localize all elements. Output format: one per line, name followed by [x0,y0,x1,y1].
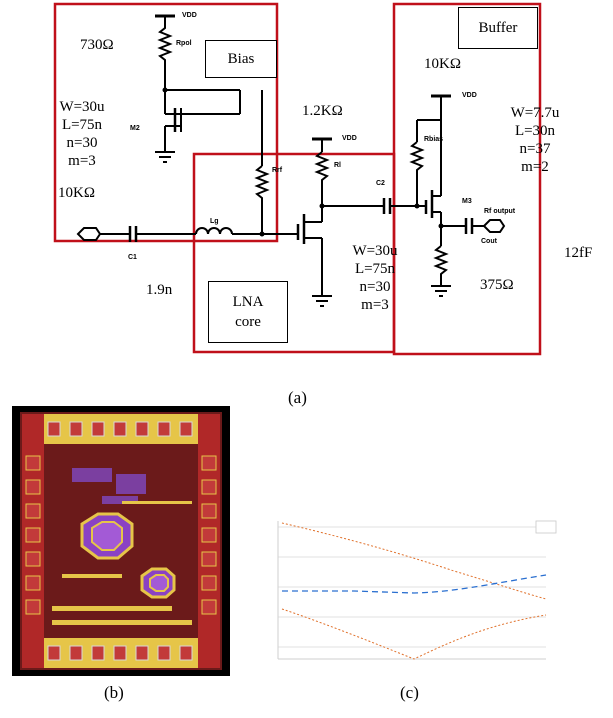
rf-output-port [482,219,506,233]
cout-tag: Cout [481,238,497,245]
plot-middle-curve [282,574,547,594]
rrf-resistor [254,165,270,236]
m3-params: W=7.7u L=30n n=37 m=2 [510,105,560,175]
m2-params: W=30u L=75n n=30 m=3 [59,99,105,169]
rf-input-port [76,227,102,241]
rf-output-tag: Rf output [484,208,516,215]
lg-tag: Lg [210,218,219,225]
caption-c: (c) [400,683,419,702]
buffer-block-label: Buffer [458,7,538,49]
chip-layout-image [12,406,230,676]
m1-params: W=30u L=75n n=30 m=3 [352,243,398,313]
vdd-label-1: VDD [182,12,197,19]
bias-frame [53,2,279,243]
rbias-tag: Rbias [424,136,444,143]
lg-value: 1.9n [146,282,173,298]
lna-core-block-label: LNA core [208,281,288,343]
rbias-value: 10KΩ [424,56,461,72]
rl-tag: Rl [334,162,341,169]
output-resistor [433,245,449,286]
rl-value: 1.2KΩ [302,103,343,119]
plot-lower-curve [281,608,547,660]
rpol-tag: Rpol [176,40,192,47]
vdd-label-3: VDD [462,92,477,99]
bias-block-label: Bias [205,40,277,78]
buffer-frame [392,2,542,356]
rbias-resistor [409,141,425,206]
m2-tag: M2 [130,125,140,132]
c2-tag: C2 [376,180,385,187]
c1-tag: C1 [128,254,137,261]
rpol-value: 730Ω [80,37,114,53]
lg-inductor [195,227,233,235]
lna-schematic [53,2,542,356]
rrf-value: 10KΩ [58,185,95,201]
m3-tag: M3 [462,198,472,205]
rpol-resistor [157,16,173,90]
response-plot [264,513,574,667]
caption-b: (b) [104,683,124,702]
vdd-label-2: VDD [342,135,357,142]
rl-resistor [314,151,330,206]
rrf-tag: Rrf [272,167,283,174]
caption-a: (a) [288,388,307,407]
output-resistor-value: 375Ω [480,277,514,293]
plot-upper-curve [281,522,547,600]
cout-value: 12fF [564,245,593,261]
